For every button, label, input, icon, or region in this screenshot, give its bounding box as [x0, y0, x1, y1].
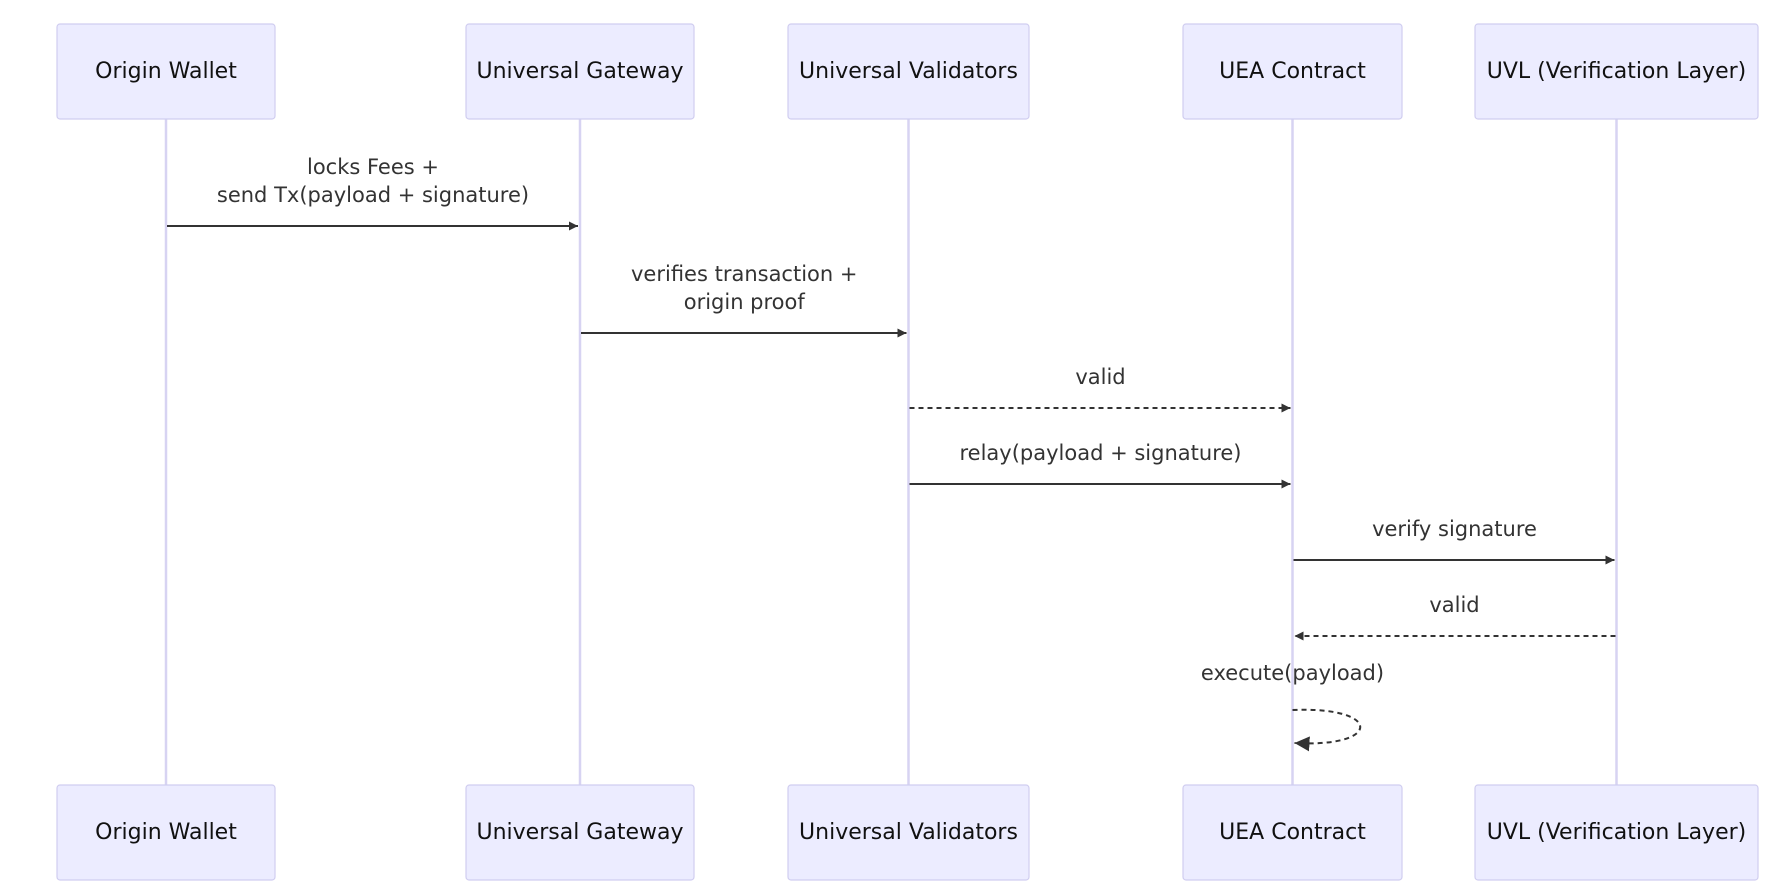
actor-label: UVL (Verification Layer)	[1487, 820, 1747, 845]
actor-label: Universal Validators	[799, 820, 1018, 845]
message-label: locks Fees +	[307, 155, 439, 179]
actor-wallet-bottom: Origin Wallet	[56, 784, 276, 881]
actor-box	[1182, 784, 1403, 881]
actor-box	[465, 23, 695, 120]
actor-label: Universal Gateway	[477, 820, 684, 845]
actor-box	[787, 23, 1030, 120]
message-label: verify signature	[1372, 517, 1537, 541]
actor-box	[1474, 23, 1759, 120]
actor-box	[1182, 23, 1403, 120]
message-label: verifies transaction +	[631, 262, 857, 286]
actor-box	[56, 784, 276, 881]
actor-label: Origin Wallet	[95, 59, 237, 84]
message-label: relay(payload + signature)	[960, 441, 1242, 465]
actor-validators-top: Universal Validators	[787, 23, 1030, 120]
message-5: verify signature	[1293, 517, 1615, 565]
actor-label: Origin Wallet	[95, 820, 237, 845]
actor-label: Universal Gateway	[477, 59, 684, 84]
actor-label: UEA Contract	[1219, 820, 1366, 845]
actor-validators-bottom: Universal Validators	[787, 784, 1030, 881]
message-label: send Tx(payload + signature)	[217, 183, 529, 207]
actor-uea-bottom: UEA Contract	[1182, 784, 1403, 881]
message-2: verifies transaction + origin proof	[581, 262, 907, 338]
message-7: execute(payload)	[1201, 661, 1384, 752]
message-1: locks Fees + send Tx(payload + signature)	[167, 155, 578, 231]
message-3: valid	[909, 365, 1291, 413]
actor-gateway-bottom: Universal Gateway	[465, 784, 695, 881]
actor-box	[1474, 784, 1759, 881]
actor-box	[56, 23, 276, 120]
actor-label: Universal Validators	[799, 59, 1018, 84]
actor-box	[465, 784, 695, 881]
message-label: valid	[1429, 593, 1479, 617]
actor-uvl-bottom: UVL (Verification Layer)	[1474, 784, 1759, 881]
message-6: valid	[1294, 593, 1616, 641]
message-label: origin proof	[684, 290, 806, 314]
actor-label: UVL (Verification Layer)	[1487, 59, 1747, 84]
actor-box	[787, 784, 1030, 881]
message-4: relay(payload + signature)	[909, 441, 1291, 489]
actor-label: UEA Contract	[1219, 59, 1366, 84]
actor-uvl-top: UVL (Verification Layer)	[1474, 23, 1759, 120]
actor-gateway-top: Universal Gateway	[465, 23, 695, 120]
actor-uea-top: UEA Contract	[1182, 23, 1403, 120]
self-call-arrow	[1292, 708, 1362, 752]
message-label: valid	[1075, 365, 1125, 389]
message-label: execute(payload)	[1201, 661, 1384, 685]
actor-wallet-top: Origin Wallet	[56, 23, 276, 120]
